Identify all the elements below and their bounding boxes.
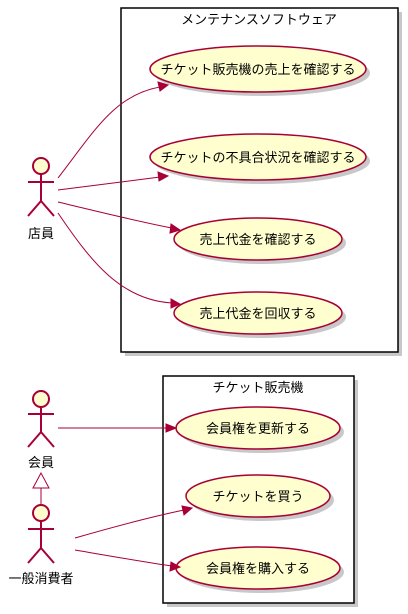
use-case-collect-sales-money: 売上代金を回収する — [173, 291, 346, 338]
actor-label-member: 会員 — [28, 456, 54, 471]
actor-member: 会員 — [27, 390, 55, 471]
use-case-label: チケット販売機の売上を確認する — [160, 62, 355, 78]
association-edge-member — [58, 423, 178, 433]
actor-general-consumer: 一般消費者 — [8, 504, 74, 587]
association-edges-clerk — [57, 81, 182, 309]
system-title-ticket-machine: チケット販売機 — [212, 380, 303, 396]
use-case-check-sales-money: 売上代金を確認する — [173, 217, 346, 264]
use-case-label: 売上代金を確認する — [199, 232, 316, 248]
association-edges-general-consumer — [74, 505, 194, 572]
actor-clerk: 店員 — [27, 157, 55, 242]
use-case-check-ticket-defects: チケットの不具合状況を確認する — [149, 133, 370, 184]
use-case-check-sales-of-machine: チケット販売機の売上を確認する — [149, 45, 370, 96]
use-case-label: チケットを買う — [212, 490, 303, 505]
use-case-label: チケットの不具合状況を確認する — [160, 150, 355, 166]
use-case-renew-membership: 会員権を更新する — [175, 406, 344, 453]
use-case-label: 会員権を購入する — [206, 561, 310, 577]
generalization-arrow — [32, 471, 50, 504]
system-title-maintenance: メンテナンスソフトウェア — [181, 13, 337, 28]
use-case-label: 売上代金を回収する — [199, 306, 316, 322]
actor-label-general-consumer: 一般消費者 — [8, 571, 73, 587]
use-case-label: 会員権を更新する — [206, 421, 310, 437]
use-case-buy-ticket: チケットを買う — [185, 474, 334, 521]
actor-label-clerk: 店員 — [28, 227, 54, 242]
use-case-purchase-membership: 会員権を購入する — [175, 546, 344, 593]
